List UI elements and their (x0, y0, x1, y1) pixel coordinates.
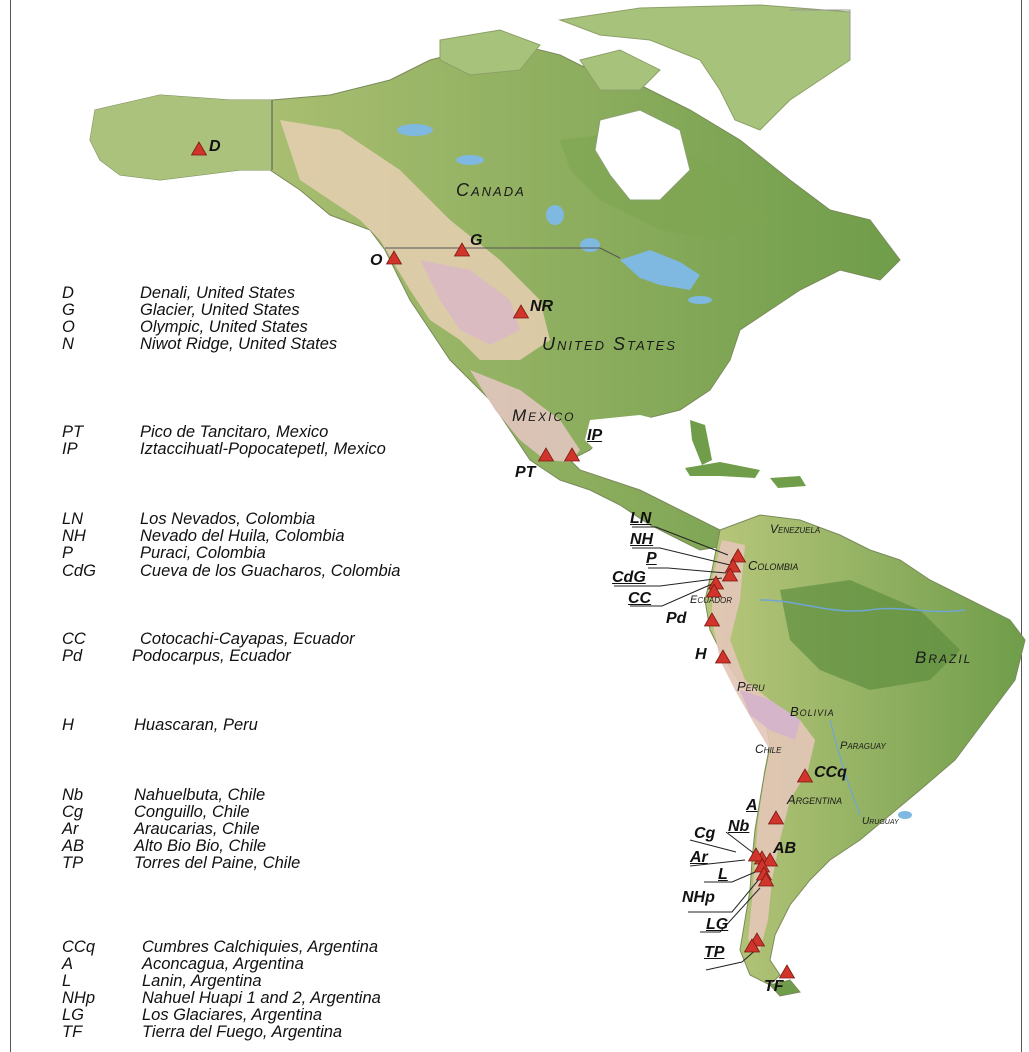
site-markers (190, 141, 814, 979)
country-label-peru: Peru (737, 679, 765, 694)
site-label-l: L (718, 866, 728, 883)
parana-river (829, 719, 861, 816)
site-marker-pt (537, 447, 555, 462)
site-label-ln: LN (630, 510, 652, 527)
site-marker-tp (743, 938, 761, 953)
country-label-paraguay: Paraguay (840, 740, 886, 752)
country-label-ecuador: Ecuador (690, 594, 733, 606)
site-marker-ip (563, 447, 581, 462)
site-label-ab: AB (773, 840, 797, 857)
site-label-p: P (646, 550, 657, 567)
frame-border-left (10, 0, 11, 1052)
site-label-cc: CC (628, 590, 652, 607)
site-label-pd: Pd (666, 610, 687, 627)
country-label-colombia: Colombia (748, 558, 799, 573)
great-lakes (620, 250, 700, 290)
site-marker-ln (729, 548, 747, 563)
site-label-ip: IP (587, 427, 603, 444)
country-label-argentina: Argentina (787, 792, 843, 807)
site-marker-ccq (796, 768, 814, 783)
site-marker-cc (705, 583, 723, 598)
arctic-islands-2 (579, 49, 661, 91)
country-label-uruguay: Uruguay (862, 816, 899, 827)
country-label-brazil: Brazil (915, 648, 973, 667)
site-label-nb: Nb (728, 818, 750, 835)
lake-3 (546, 205, 564, 225)
leader-lines (614, 526, 761, 971)
country-label-venezuela: Venezuela (770, 522, 821, 536)
arctic-islands (439, 29, 541, 76)
site-label-d: D (209, 138, 221, 155)
country-label-bolivia: Bolivia (790, 704, 835, 719)
site-label-o: O (370, 252, 383, 269)
lake-4 (580, 238, 600, 252)
site-label-g: G (470, 232, 483, 249)
site-marker-d (190, 141, 208, 156)
lake-5 (688, 296, 712, 304)
andes-lake (898, 811, 912, 819)
gulf-of-mexico (585, 415, 690, 470)
amazon-river (759, 599, 966, 613)
andes-peaks (740, 690, 800, 740)
site-label-ar: Ar (690, 849, 708, 866)
country-label-canada: Canada (456, 180, 526, 200)
site-marker-p (721, 567, 739, 582)
site-label-tp: TP (704, 944, 725, 961)
lake-2 (456, 155, 484, 165)
site-marker-tf (778, 964, 796, 979)
rockies-peaks (420, 260, 520, 345)
cuba (685, 462, 760, 478)
site-marker-pd (703, 612, 721, 627)
site-marker-o (385, 250, 403, 265)
amazon-basin (780, 580, 960, 690)
country-label-mexico: Mexico (512, 406, 576, 425)
site-label-nh: NH (630, 531, 654, 548)
tierra-del-fuego (769, 979, 801, 997)
florida (690, 420, 712, 465)
site-marker-ab (761, 852, 779, 867)
site-label-nhp: NHp (682, 889, 715, 906)
site-marker-cg (747, 847, 765, 862)
site-label-ccq: CCq (814, 764, 847, 781)
frame-border-right (1021, 0, 1022, 1052)
greenland-frame (790, 9, 851, 58)
mexico-highlands (470, 370, 580, 462)
site-marker-a (767, 810, 785, 825)
site-label-lg: LG (706, 916, 729, 933)
site-label-cg: Cg (694, 825, 716, 842)
lake-1 (397, 124, 433, 136)
country-label-united-states: United States (542, 334, 677, 354)
hudson-bay (594, 109, 691, 201)
us-canada-border (385, 247, 621, 259)
site-label-cdg: CdG (612, 569, 646, 586)
site-label-pt: PT (515, 464, 536, 481)
site-marker-g (453, 242, 471, 257)
site-marker-nr (512, 304, 530, 319)
site-label-a: A (746, 797, 758, 814)
site-label-nr: NR (530, 298, 554, 315)
country-label-chile: Chile (755, 742, 782, 756)
site-label-h: H (695, 646, 707, 663)
site-marker-h (714, 649, 732, 664)
site-label-tf: TF (764, 978, 784, 995)
hispaniola (770, 476, 806, 488)
site-marker-nhp (757, 872, 775, 887)
alaska-region (90, 95, 272, 180)
greenland-landmass (558, 4, 851, 131)
